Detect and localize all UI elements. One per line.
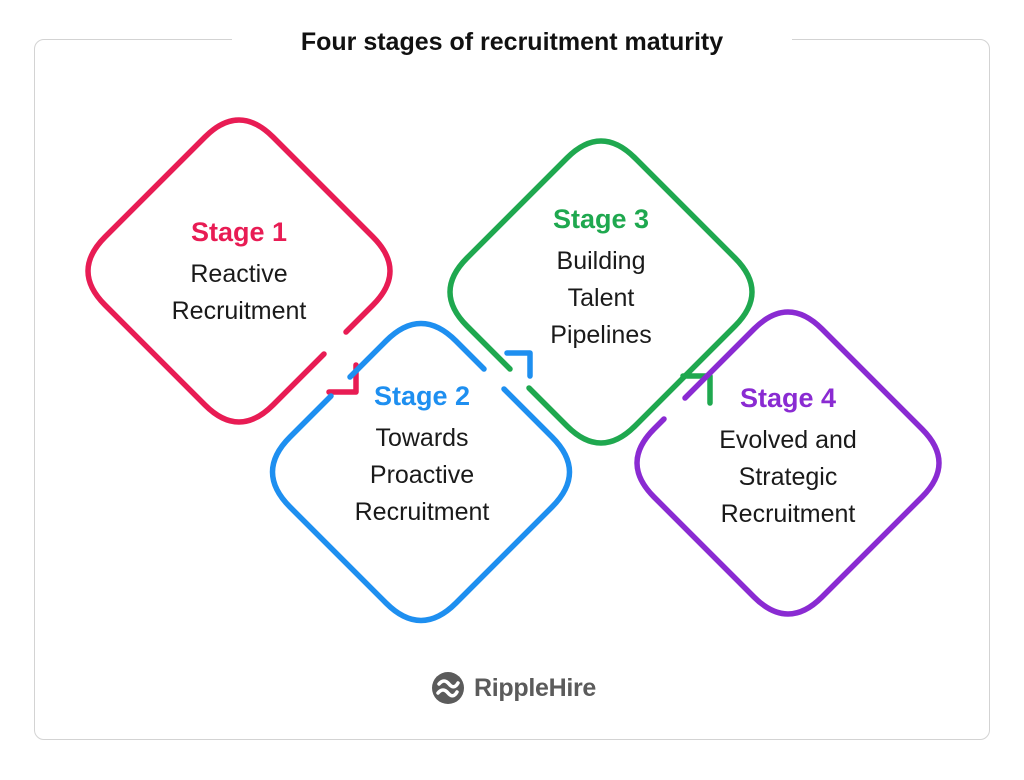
stage-2-diamond	[269, 320, 573, 624]
stage-1-diamond	[85, 117, 393, 425]
stage-3-line-2: Talent	[567, 284, 635, 312]
stage-3-line-3: Pipelines	[550, 321, 652, 349]
stage-4-line-3: Recruitment	[720, 500, 856, 528]
stage-1-title: Stage 1	[190, 217, 288, 247]
stage-4-label: Stage 4 Evolved and Strategic Recruitmen…	[658, 378, 918, 533]
stage-4-line-1: Evolved and	[719, 426, 857, 454]
brand-footer: RippleHire	[430, 668, 596, 708]
brand-name: RippleHire	[474, 673, 597, 702]
stage-1-label: Stage 1 Reactive Recruitment	[109, 212, 369, 330]
stage-2-title: Stage 2	[373, 381, 471, 411]
stage-4-title: Stage 4	[739, 383, 837, 413]
stage-2-line-3: Recruitment	[354, 498, 490, 526]
stage-4-diamond	[634, 309, 942, 617]
stage-1-line-1: Reactive	[190, 260, 288, 288]
stage-4-line-2: Strategic	[738, 463, 838, 491]
stage-3-line-1: Building	[556, 247, 646, 275]
stage-1-line-2: Recruitment	[171, 297, 307, 325]
stage-2-arrow-head	[504, 350, 533, 379]
stage-2-line-2: Proactive	[369, 461, 475, 489]
stage-3-title: Stage 3	[552, 204, 650, 234]
stage-2-label: Stage 2 Towards Proactive Recruitment	[292, 376, 552, 531]
stage-3-label: Stage 3 Building Talent Pipelines	[471, 199, 731, 354]
page-title: Four stages of recruitment maturity	[232, 22, 792, 62]
stage-2-line-1: Towards	[375, 424, 469, 452]
ripplehire-logo-icon	[432, 672, 464, 704]
